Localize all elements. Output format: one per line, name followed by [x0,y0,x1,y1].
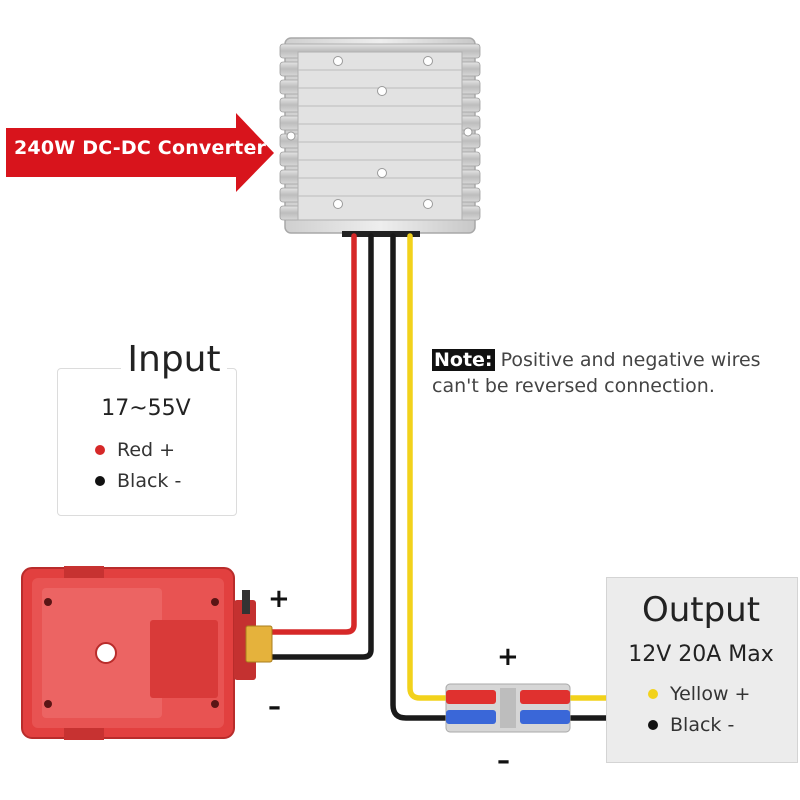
dc-dc-converter [279,37,481,237]
input-title: Input [0,339,348,380]
battery-adapter [21,566,273,740]
output-legend-yellow: Yellow + [648,683,750,705]
input-legend-black: Black - [95,470,181,492]
output-spec: 12V 20A Max [628,642,774,667]
input-voltage-range: 17~55V [101,396,191,421]
output-legend-black: Black - [648,714,734,736]
note-tag: Note: [432,349,495,371]
input-card [57,368,237,516]
battery-minus-sign: – [268,692,281,722]
polarity-note: Note: Positive and negative wires can't … [432,347,792,399]
lever-connector [445,683,571,733]
connector-minus-sign: – [497,746,510,776]
connector-plus-sign: + [497,642,519,672]
battery-plus-sign: + [268,584,290,614]
yellow-dot-icon [648,689,658,699]
output-wires [390,233,609,721]
input-legend-red: Red + [95,439,175,461]
red-dot-icon [95,445,105,455]
input-wires [265,233,374,660]
converter-label: 240W DC-DC Converter [14,137,267,159]
black-dot-icon [648,720,658,730]
black-dot-icon [95,476,105,486]
output-title: Output [641,590,761,630]
output-card [606,577,798,763]
converter-arrow [6,113,274,192]
note-text: Positive and negative wires can't be rev… [432,349,761,397]
